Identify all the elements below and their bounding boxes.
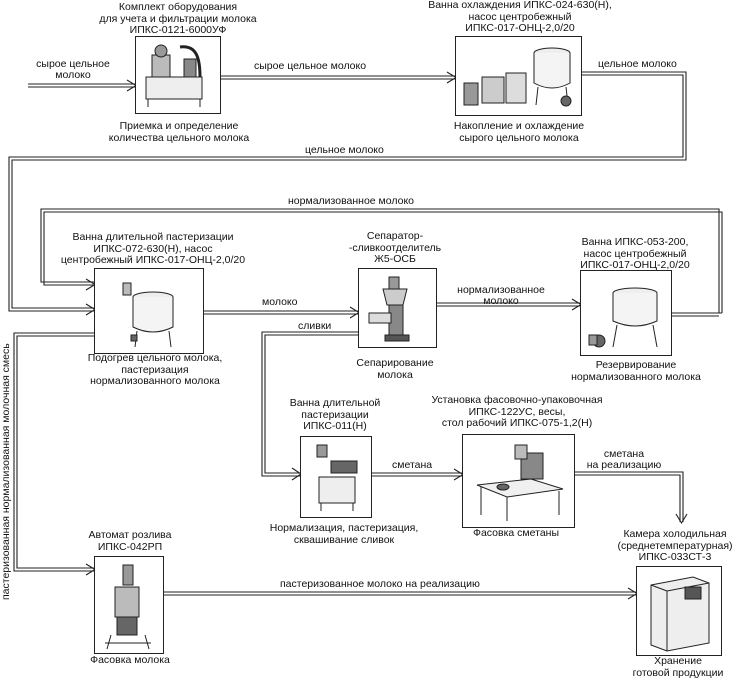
flow-label-raw-to-cooling: сырое цельное молоко <box>254 60 367 72</box>
flow-normalized-top <box>40 208 723 313</box>
unit-title-reserve-bath: Ванна ИПКС-053-200, насос центробежный И… <box>580 236 690 271</box>
unit-title-cream-bath: Ванна длительной пастеризации ИПКС-011(Н… <box>289 397 381 432</box>
unit-caption-bottling: Фасовка молока <box>90 654 170 666</box>
unit-title-milk-reception: Комплект оборудования для учета и фильтр… <box>99 1 257 36</box>
flow-milk-to-separator <box>202 310 358 315</box>
unit-box-separator <box>358 268 437 348</box>
bottling-machine-icon <box>105 564 151 650</box>
flow-label-pasteurized-mix: пастеризованная нормализованная молочная… <box>0 343 12 600</box>
unit-box-pasteurization-bath <box>94 268 204 354</box>
flow-pasteurized-mix <box>13 332 94 572</box>
separator-icon <box>368 276 410 342</box>
packing-unit-icon <box>476 444 564 521</box>
unit-caption-milk-reception: Приемка и определение количества цельног… <box>108 120 250 144</box>
cold-chamber-icon <box>650 576 710 652</box>
unit-title-pasteurization-bath: Ванна длительной пастеризации ИПКС-072-6… <box>60 231 246 266</box>
flow-label-raw-in: сырое цельное молоко <box>36 58 110 81</box>
flow-label-pasteurized-sale: пастеризованное молоко на реализацию <box>280 578 480 590</box>
unit-caption-cooling-bath: Накопление и охлаждение сырого цельного … <box>453 120 585 144</box>
flow-label-normalized-top: нормализованное молоко <box>288 195 415 207</box>
unit-title-cold-chamber: Камера холодильная (среднетемпературная)… <box>617 528 733 563</box>
unit-caption-packing: Фасовка сметаны <box>472 527 560 539</box>
flow-whole-milk-loop <box>8 71 687 312</box>
flow-label-whole-return: цельное молоко <box>305 144 384 156</box>
flow-sour-cream <box>370 472 462 477</box>
reserve-bath-icon <box>588 287 658 348</box>
unit-box-cream-bath <box>300 436 372 518</box>
flow-normalized-to-reserve <box>435 302 580 307</box>
flow-label-normalized-to-reserve: нормализованное молоко <box>457 284 545 307</box>
unit-title-packing: Установка фасовочно-упаковочная ИПКС-122… <box>431 394 603 429</box>
cream-pasteurization-bath-icon <box>316 444 358 511</box>
unit-caption-cold-chamber: Хранение готовой продукции <box>632 655 724 679</box>
flow-pasteurized-sale <box>162 591 636 596</box>
flow-cream <box>261 331 358 477</box>
unit-caption-reserve-bath: Резервирование нормализованного молока <box>571 359 701 383</box>
unit-box-milk-reception <box>135 36 221 114</box>
flow-label-cream: сливки <box>298 320 332 332</box>
pasteurization-bath-icon <box>122 282 174 348</box>
flow-label-whole-out: цельное молоко <box>598 58 677 70</box>
unit-box-packing <box>462 434 575 528</box>
unit-caption-pasteurization-bath: Подогрев цельного молока, пастеризация н… <box>87 352 223 387</box>
unit-box-bottling <box>94 556 164 654</box>
unit-box-cold-chamber <box>636 566 722 656</box>
flow-label-sour-cream-sale: сметана на реализацию <box>586 448 662 471</box>
cooling-bath-icon <box>463 47 572 107</box>
milk-reception-equipment-icon <box>145 44 203 107</box>
unit-caption-separator: Сепарирование молока <box>356 357 434 381</box>
flow-raw-to-cooling <box>220 75 455 80</box>
unit-title-separator: Сепаратор- -сливкоотделитель Ж5-ОСБ <box>348 230 442 265</box>
unit-box-cooling-bath <box>455 36 582 116</box>
flow-label-milk-to-separator: молоко <box>262 296 298 308</box>
unit-caption-cream-bath: Нормализация, пастеризация, сквашивание … <box>269 522 419 546</box>
unit-title-cooling-bath: Ванна охлаждения ИПКС-024-630(Н), насос … <box>428 0 612 34</box>
flow-raw-in <box>28 83 135 88</box>
unit-box-reserve-bath <box>580 270 672 356</box>
unit-title-bottling: Автомат розлива ИПКС-042РП <box>88 529 172 553</box>
flow-label-sour-cream: сметана <box>392 459 433 471</box>
flow-sour-cream-sale <box>573 471 684 522</box>
